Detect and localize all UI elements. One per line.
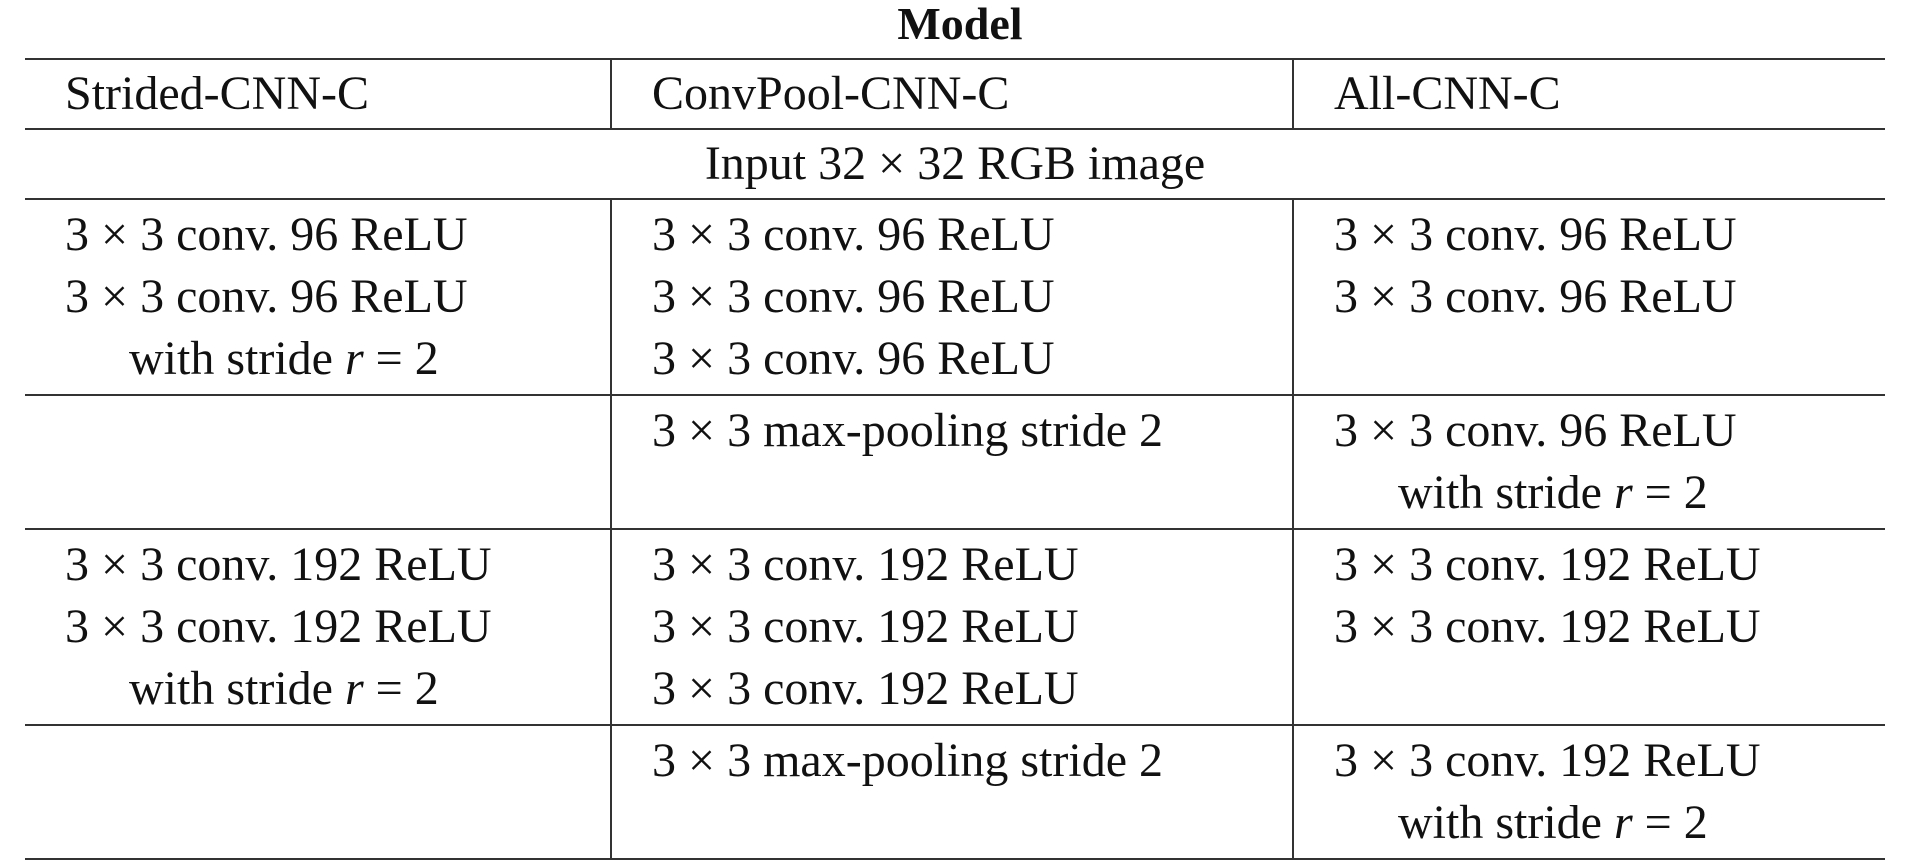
layer-line: 3 × 3 conv. 192 ReLU	[1334, 538, 1761, 591]
layer-block-row: 3 × 3 max-pooling stride 2 3 × 3 conv. 96…	[25, 395, 1885, 530]
header-row: Strided-CNN-C ConvPool-CNN-C All-CNN-C	[25, 58, 1885, 130]
table-caption: Model	[897, 0, 1023, 49]
layer-line: 3 × 3 max-pooling stride 2	[652, 404, 1164, 457]
math-variable-r: r	[344, 662, 364, 715]
layer-cell-convpool: 3 × 3 max-pooling stride 2	[610, 395, 1293, 530]
layer-cell-allcnn: 3 × 3 conv. 96 ReLU with stride r = 2	[1292, 395, 1885, 530]
layer-line: 3 × 3 conv. 96 ReLU	[1334, 208, 1737, 261]
layer-cell-convpool: 3 × 3 conv. 96 ReLU 3 × 3 conv. 96 ReLU 3 …	[610, 199, 1293, 396]
math-variable-r: r	[1613, 796, 1633, 849]
layer-line: 3 × 3 conv. 96 ReLU	[1334, 404, 1737, 457]
layer-line: 3 × 3 conv. 192 ReLU	[652, 538, 1079, 591]
math-variable-r: r	[344, 332, 364, 385]
layer-line: 3 × 3 conv. 192 ReLU	[652, 600, 1079, 653]
header-cell-allcnn: All-CNN-C	[1292, 58, 1885, 130]
layer-line: 3 × 3 conv. 96 ReLU	[1334, 270, 1737, 323]
layer-cell-allcnn: 3 × 3 conv. 96 ReLU 3 × 3 conv. 96 ReLU	[1292, 199, 1885, 396]
input-cell: Input 32 × 32 RGB image	[25, 129, 1885, 200]
layer-cell-strided	[25, 725, 611, 860]
input-label: Input 32 × 32 RGB image	[704, 137, 1206, 190]
layer-line: with stride r = 2	[129, 662, 439, 715]
layer-cell-convpool: 3 × 3 max-pooling stride 2	[610, 725, 1293, 860]
layer-line: 3 × 3 conv. 96 ReLU	[652, 208, 1055, 261]
layer-line: 3 × 3 conv. 96 ReLU	[65, 208, 468, 261]
math-variable-r: r	[1613, 466, 1633, 519]
column-header: ConvPool-CNN-C	[652, 67, 1010, 120]
layer-cell-allcnn: 3 × 3 conv. 192 ReLU 3 × 3 conv. 192 ReLU	[1292, 529, 1885, 726]
layer-line: 3 × 3 conv. 96 ReLU	[65, 270, 468, 323]
model-architecture-table: Strided-CNN-C ConvPool-CNN-C All-CNN-C I…	[25, 58, 1885, 860]
header-cell-strided: Strided-CNN-C	[25, 58, 611, 130]
layer-line: with stride r = 2	[1398, 466, 1708, 519]
input-row: Input 32 × 32 RGB image	[25, 129, 1885, 200]
layer-line: 3 × 3 conv. 192 ReLU	[65, 538, 492, 591]
layer-line: 3 × 3 conv. 96 ReLU	[652, 270, 1055, 323]
column-header: All-CNN-C	[1334, 67, 1561, 120]
layer-cell-strided	[25, 395, 611, 530]
layer-cell-convpool: 3 × 3 conv. 192 ReLU 3 × 3 conv. 192 ReLU…	[610, 529, 1293, 726]
layer-line: 3 × 3 conv. 192 ReLU	[1334, 600, 1761, 653]
layer-line: 3 × 3 conv. 96 ReLU	[652, 332, 1055, 385]
layer-block-row: 3 × 3 conv. 96 ReLU 3 × 3 conv. 96 ReLU wi…	[25, 199, 1885, 396]
layer-cell-strided: 3 × 3 conv. 192 ReLU 3 × 3 conv. 192 ReLU…	[25, 529, 611, 726]
column-header: Strided-CNN-C	[65, 67, 369, 120]
layer-line: with stride r = 2	[1398, 796, 1708, 849]
layer-line: 3 × 3 conv. 192 ReLU	[652, 662, 1079, 715]
layer-block-row: 3 × 3 max-pooling stride 2 3 × 3 conv. 19…	[25, 725, 1885, 860]
header-cell-convpool: ConvPool-CNN-C	[610, 58, 1293, 130]
layer-cell-strided: 3 × 3 conv. 96 ReLU 3 × 3 conv. 96 ReLU wi…	[25, 199, 611, 396]
paper-table-figure: Model Strided-CNN-C ConvPool-CNN-C All-C…	[25, 0, 1885, 860]
layer-line: 3 × 3 max-pooling stride 2	[652, 734, 1164, 787]
layer-line: 3 × 3 conv. 192 ReLU	[65, 600, 492, 653]
layer-line: 3 × 3 conv. 192 ReLU	[1334, 734, 1761, 787]
layer-line: with stride r = 2	[129, 332, 439, 385]
layer-cell-allcnn: 3 × 3 conv. 192 ReLU with stride r = 2	[1292, 725, 1885, 860]
